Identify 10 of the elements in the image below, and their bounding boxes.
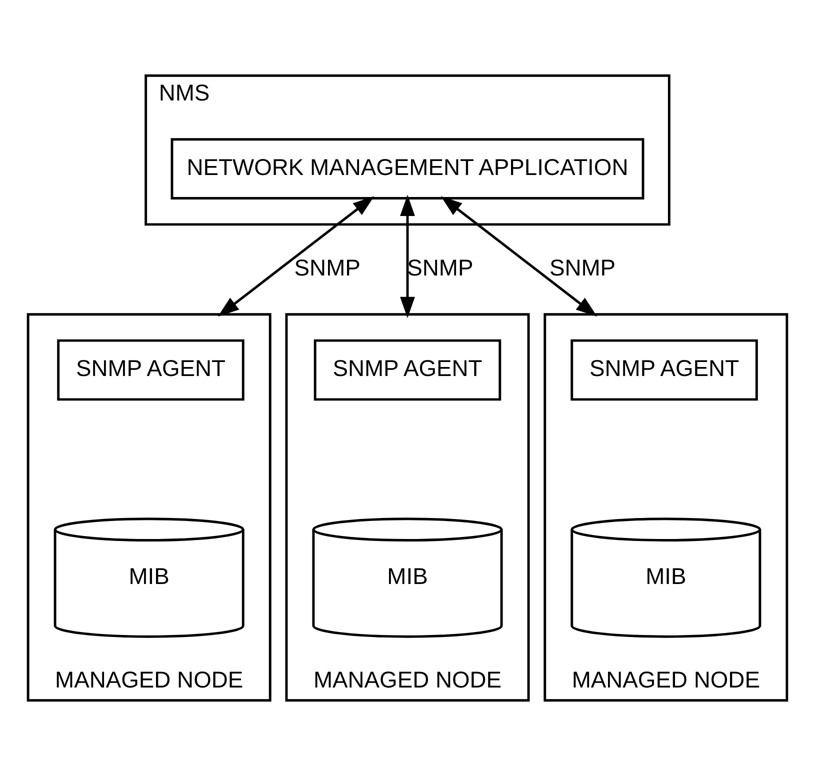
node-box: SNMP AGENT xyxy=(57,339,244,401)
node-box: NETWORK MANAGEMENT APPLICATION xyxy=(170,138,644,200)
arrow xyxy=(218,196,374,317)
edge-label: SNMP xyxy=(294,254,360,280)
arrow xyxy=(400,194,415,318)
arrow xyxy=(440,196,598,317)
edge-label: SNMP xyxy=(407,254,474,280)
node-box: SNMP AGENT xyxy=(570,339,758,401)
node-box: SNMP AGENT xyxy=(314,339,502,401)
edge-label: SNMP xyxy=(549,254,616,280)
